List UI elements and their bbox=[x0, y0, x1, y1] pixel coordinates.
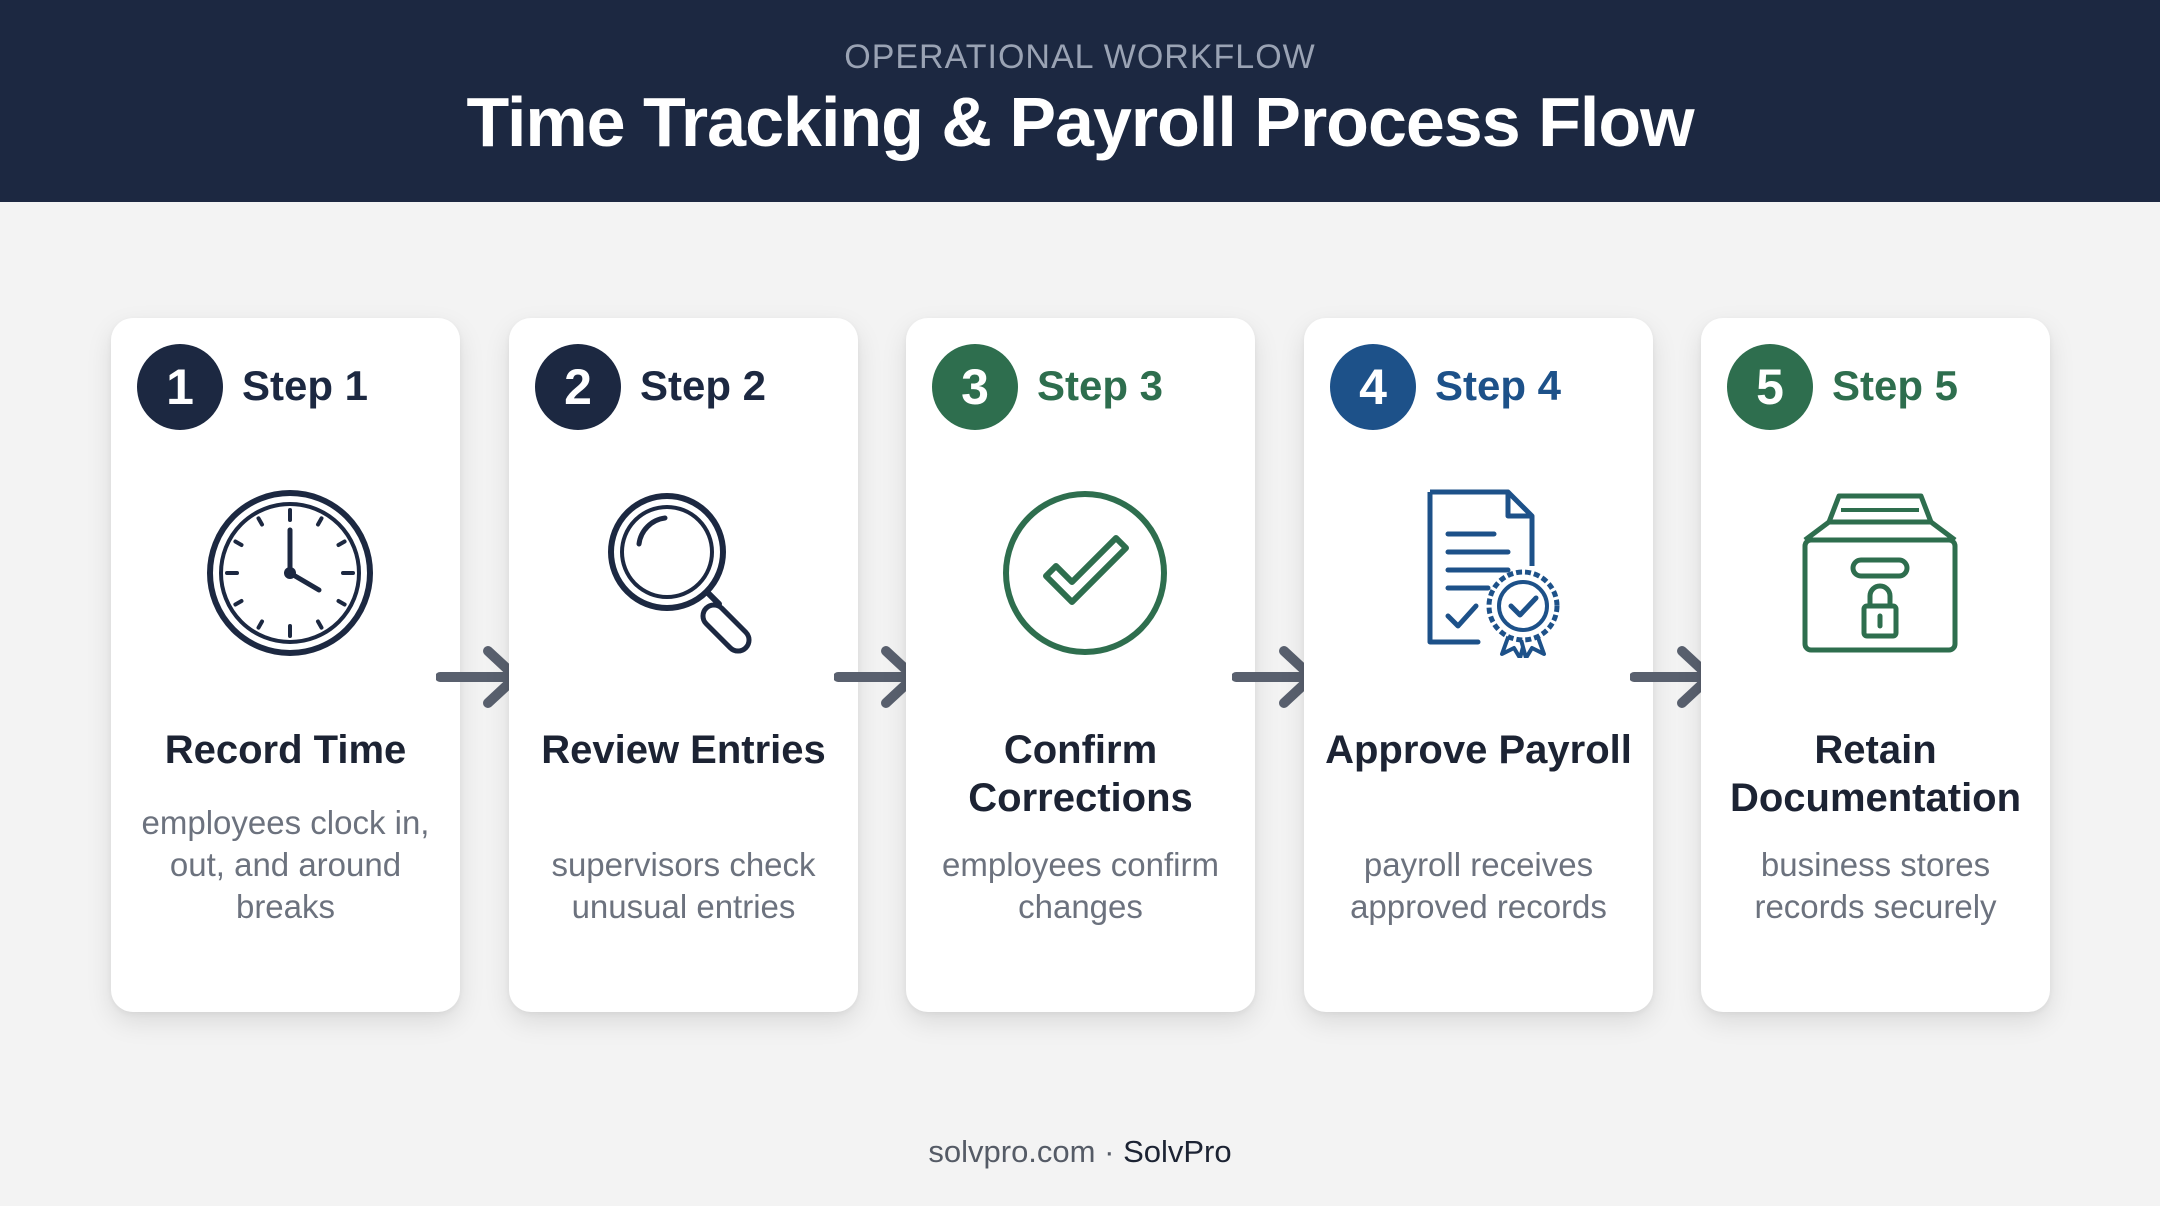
step-title: Record Time bbox=[164, 728, 407, 772]
step-description: employees confirm changes bbox=[942, 846, 1219, 925]
step-card-4: 4 Step 4 Approve Payroll payroll receive… bbox=[1304, 318, 1653, 1012]
page-title: Time Tracking & Payroll Process Flow bbox=[466, 83, 1694, 161]
step-label: Step 5 bbox=[1832, 362, 1959, 409]
step-number-badge: 1 bbox=[137, 344, 223, 430]
step-description: supervisors check unusual entries bbox=[551, 846, 816, 925]
step-title: Retain Documentation bbox=[1729, 728, 2022, 820]
header-banner: OPERATIONAL WORKFLOW Time Tracking & Pay… bbox=[0, 0, 2160, 202]
step-label: Step 3 bbox=[1037, 362, 1164, 409]
step-title: Review Entries bbox=[541, 728, 826, 772]
step-number-badge: 5 bbox=[1727, 344, 1813, 430]
footer-brand: SolvPro bbox=[1123, 1134, 1232, 1169]
step-number-badge: 2 bbox=[535, 344, 621, 430]
footer-site-link[interactable]: solvpro.com bbox=[928, 1134, 1096, 1169]
step-description: business stores records securely bbox=[1754, 846, 1997, 925]
step-card-1: 1 Step 1 Record Time employees clock in,… bbox=[111, 318, 460, 1012]
step-description: employees clock in, out, and around brea… bbox=[141, 804, 430, 925]
step-card-3: 3 Step 3 Confirm Corrections employees c… bbox=[906, 318, 1255, 1012]
eyebrow-label: OPERATIONAL WORKFLOW bbox=[844, 38, 1316, 76]
step-card-5: 5 Step 5 Retain Documentation business s… bbox=[1701, 318, 2050, 1012]
clock-icon bbox=[207, 490, 373, 656]
magnifier-icon bbox=[608, 493, 752, 654]
locked-archive-box-icon bbox=[1802, 493, 1958, 653]
step-number-badge: 4 bbox=[1330, 344, 1416, 430]
certified-document-icon bbox=[1427, 489, 1560, 658]
step-description: payroll receives approved records bbox=[1350, 846, 1607, 925]
step-label: Step 4 bbox=[1435, 362, 1562, 409]
footer-credit: solvpro.com · SolvPro bbox=[0, 1134, 2160, 1170]
step-title: Approve Payroll bbox=[1325, 728, 1632, 772]
step-card-2: 2 Step 2 Review Entries supervisors chec… bbox=[509, 318, 858, 1012]
check-circle-icon bbox=[1003, 491, 1167, 655]
step-label: Step 2 bbox=[640, 362, 767, 409]
step-title: Confirm Corrections bbox=[968, 728, 1193, 820]
step-number-badge: 3 bbox=[932, 344, 1018, 430]
step-label: Step 1 bbox=[242, 362, 369, 409]
footer-separator: · bbox=[1104, 1134, 1115, 1169]
